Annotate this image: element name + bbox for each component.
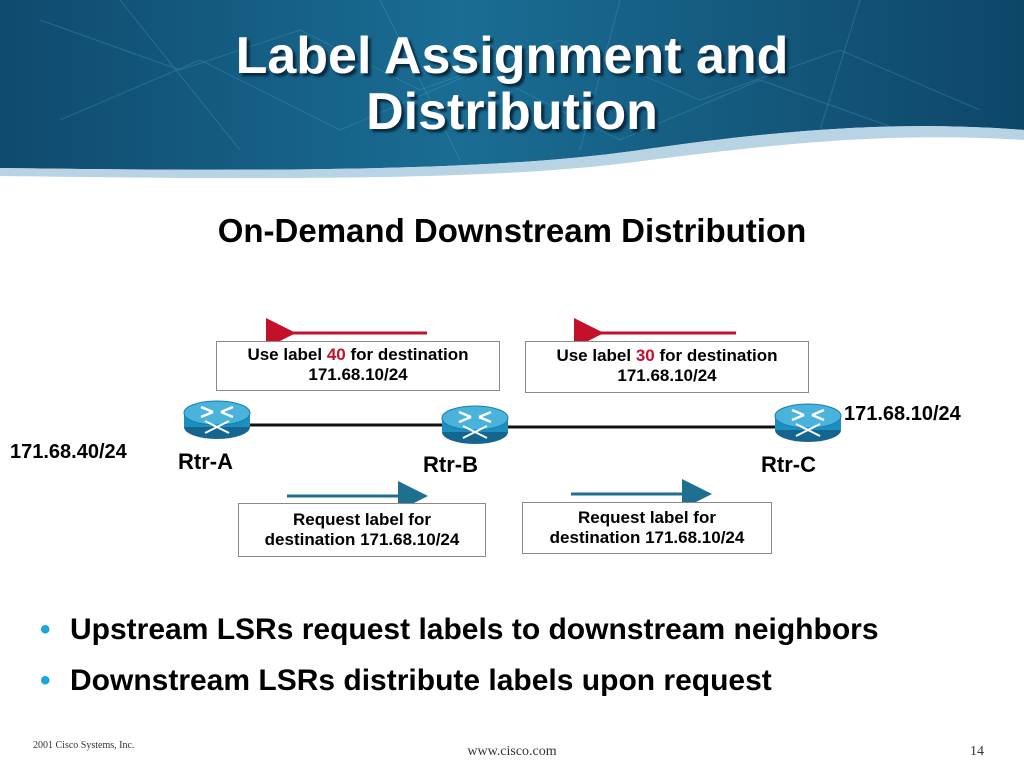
router-label-c: Rtr-C xyxy=(761,452,816,477)
router-icon-b xyxy=(440,404,510,446)
bullet-item: • Downstream LSRs distribute labels upon … xyxy=(40,655,1020,706)
bullet-dot-icon: • xyxy=(40,613,51,646)
title-banner xyxy=(0,0,1024,178)
network-label-left: 171.68.40/24 xyxy=(10,441,127,463)
label-box-line-1: Use label 30 for destination xyxy=(526,346,808,366)
router-label-a: Rtr-A xyxy=(178,449,233,474)
router-icon-a xyxy=(182,399,252,441)
label-box-line-1: Use label 40 for destination xyxy=(217,345,499,365)
label-box-line-2: 171.68.10/24 xyxy=(617,366,717,385)
slide-title: Label Assignment and Distribution xyxy=(0,28,1024,140)
slide-subtitle: On-Demand Downstream Distribution xyxy=(217,212,807,249)
bullet-text: Upstream LSRs request labels to downstre… xyxy=(70,613,879,646)
network-label-right: 171.68.10/24 xyxy=(844,403,961,425)
title-line-1: Label Assignment and xyxy=(235,27,789,85)
label-box-rtr-a: Use label 40 for destination 171.68.10/2… xyxy=(216,341,500,391)
label-box-line-2: 171.68.10/24 xyxy=(308,365,408,384)
bullet-item: • Upstream LSRs request labels to downstr… xyxy=(40,604,1020,655)
title-line-2: Distribution xyxy=(366,83,658,141)
label-box-suffix: for destination xyxy=(654,346,778,365)
label-value: 30 xyxy=(635,346,655,365)
label-box-prefix: Use label xyxy=(247,345,327,364)
bullet-text: Downstream LSRs distribute labels upon r… xyxy=(70,664,772,697)
label-value: 40 xyxy=(326,345,346,364)
request-box-line-2: destination 171.68.10/24 xyxy=(264,530,460,549)
footer-copyright: 2001 Cisco Systems, Inc. xyxy=(33,740,135,751)
label-box-prefix: Use label xyxy=(556,346,636,365)
bullet-list: • Upstream LSRs request labels to downstr… xyxy=(40,604,1020,706)
footer-url: www.cisco.com xyxy=(467,744,557,759)
request-box-rtr-a: Request label for destination 171.68.10/… xyxy=(238,503,486,557)
request-box-line-1: Request label for xyxy=(293,510,431,529)
label-box-suffix: for destination xyxy=(345,345,469,364)
request-box-rtr-b: Request label for destination 171.68.10/… xyxy=(522,502,772,554)
request-box-line-1: Request label for xyxy=(578,508,716,527)
bullet-dot-icon: • xyxy=(40,664,51,697)
router-icon-c xyxy=(773,402,843,444)
label-box-rtr-b: Use label 30 for destination 171.68.10/2… xyxy=(525,341,809,393)
page-number: 14 xyxy=(970,744,984,759)
request-box-line-2: destination 171.68.10/24 xyxy=(549,528,745,547)
router-label-b: Rtr-B xyxy=(423,452,478,477)
